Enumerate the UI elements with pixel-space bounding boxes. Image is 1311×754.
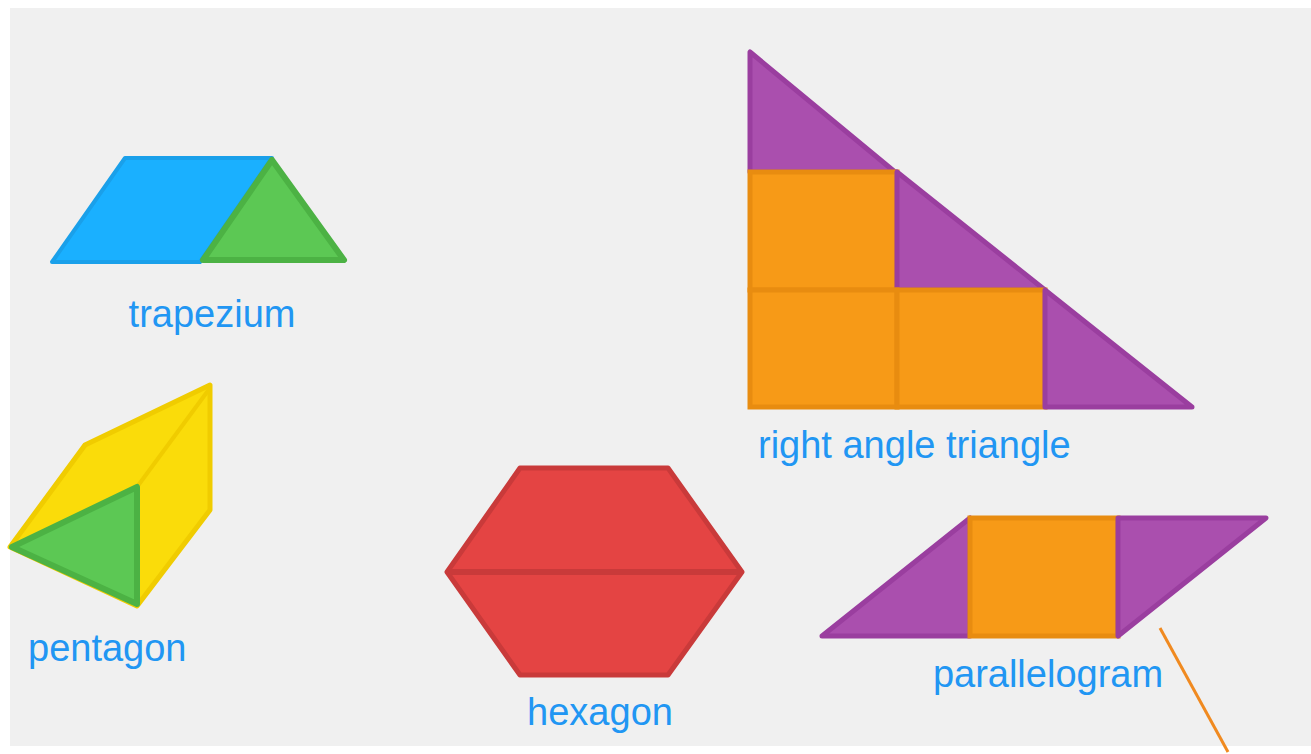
orange-square (750, 290, 897, 407)
orange-square (897, 290, 1045, 407)
yellow-rhombi (10, 385, 210, 606)
orange-stroke (1160, 628, 1228, 752)
purple-triangle (1118, 518, 1266, 636)
trapezium-edge (449, 569, 740, 575)
shape-label: trapezium (125, 292, 300, 336)
background (10, 8, 1311, 746)
purple-triangle (1045, 290, 1192, 407)
green-triangle (12, 487, 137, 604)
red-hexagon (447, 468, 742, 675)
purple-triangle (822, 518, 970, 636)
shape-label: pentagon (24, 626, 191, 670)
purple-triangle (750, 52, 895, 172)
shape-label: parallelogram (929, 652, 1167, 696)
green-triangle (203, 160, 344, 260)
shape-label: right angle triangle (754, 423, 1075, 467)
orange-square (750, 172, 897, 290)
rhombus-edge (137, 388, 210, 487)
orange-square (970, 518, 1118, 636)
shape-label: hexagon (523, 690, 677, 734)
purple-triangle (897, 172, 1045, 290)
